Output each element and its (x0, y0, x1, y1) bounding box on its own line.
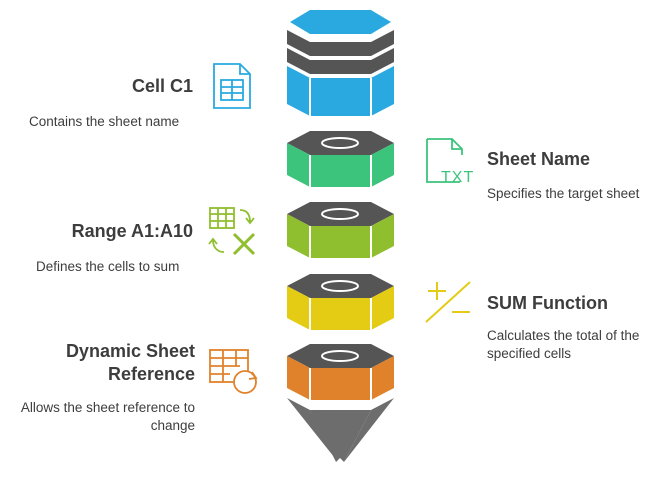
cone-front (310, 410, 371, 462)
stack-cone (287, 398, 394, 462)
stack-layer-4 (287, 274, 394, 330)
layer-1-front-left (287, 66, 310, 116)
step-1-label: Cell C1 (131, 76, 193, 96)
layer-5-front (310, 368, 371, 400)
layer-2-front (310, 155, 371, 187)
stack-layer-3 (287, 202, 394, 258)
cone-left (287, 398, 338, 462)
layer-2-front-left (287, 143, 310, 187)
layer-4-front-right (371, 286, 394, 330)
layer-2-cap (287, 131, 394, 155)
cone-right (344, 398, 394, 462)
step-5-label: Dynamic Sheet Reference (65, 341, 195, 384)
layer-4-front (310, 298, 371, 330)
layer-4-front-left (287, 286, 310, 330)
hex-layers (287, 131, 394, 400)
stack-layer-5 (287, 344, 394, 400)
layer-1-front-right (371, 66, 394, 116)
layer-5-cap (287, 344, 394, 368)
step-1-description: Contains the sheet name (29, 114, 180, 129)
layer-3-front-left (287, 214, 310, 258)
table-refresh-icon (209, 349, 258, 394)
layer-1-top (290, 10, 391, 34)
step-3-description: Defines the cells to sum (36, 259, 180, 274)
step-2-label: Sheet Name (487, 149, 591, 169)
layer-2-front-right (371, 143, 394, 187)
plus-minus-icon (425, 281, 471, 323)
layer-2-cap-ring (321, 137, 359, 149)
layer-4-cap (287, 274, 394, 298)
layer-5-front-right (371, 356, 394, 400)
stack-layer-1 (287, 10, 394, 116)
stack-layer-2 (287, 131, 394, 187)
step-4-label: SUM Function (487, 293, 608, 313)
txt-icon-label: TXT (441, 169, 474, 186)
layer-1-ring-b (287, 48, 394, 74)
txt-file-icon: TXT (426, 138, 474, 186)
spreadsheet-icon (213, 63, 251, 109)
layer-3-cap (287, 202, 394, 226)
layer-3-cap-ring (321, 208, 359, 220)
layer-3-front-right (371, 214, 394, 258)
excel-swap-icon (208, 207, 256, 256)
layer-5-cap-ring (321, 350, 359, 362)
layer-5-front-left (287, 356, 310, 400)
step-5-description: Allows the sheet reference to change (20, 400, 195, 433)
step-3-label: Range A1:A10 (71, 221, 193, 241)
layer-1-ring-a (287, 30, 394, 56)
layer-3-front (310, 226, 371, 258)
layer-1-front (310, 78, 371, 116)
step-4-description: Calculates the total of the specified ce… (487, 328, 640, 361)
layer-4-cap-ring (321, 280, 359, 292)
step-2-description: Specifies the target sheet (487, 186, 640, 201)
